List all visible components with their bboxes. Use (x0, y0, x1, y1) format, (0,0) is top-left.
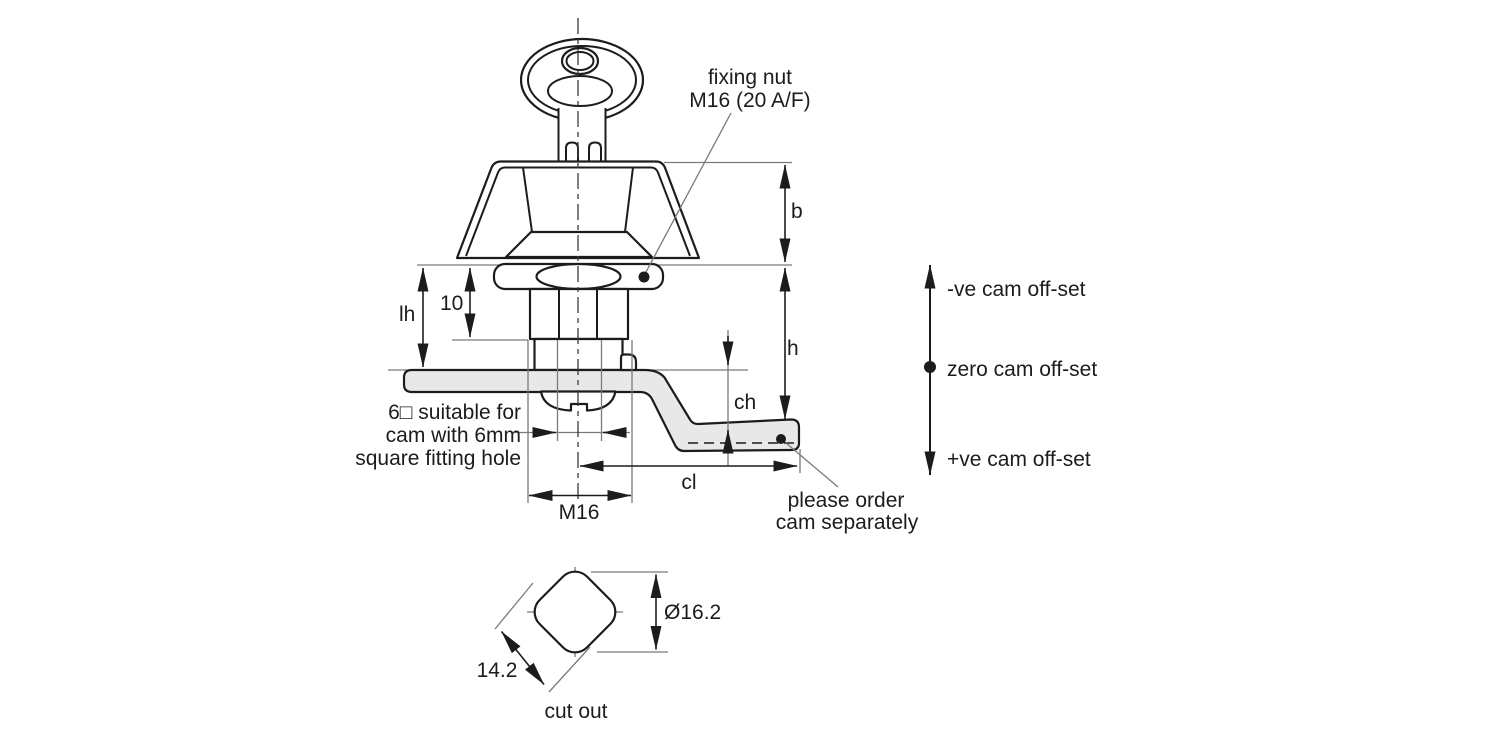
square-note-line2: cam with 6mm (386, 424, 521, 447)
order-note-leader-line (785, 442, 839, 488)
dim-cl-label: cl (681, 471, 696, 494)
key-cut-slot-right (588, 141, 602, 162)
dim-width-line (500, 630, 545, 686)
dim-width-label: 14.2 (477, 659, 518, 682)
side-view-labels: fixing nut M16 (20 A/F) b h ch cl lh 10 … (355, 66, 918, 534)
hex-body (528, 287, 630, 341)
cutout-shape (533, 570, 617, 654)
order-note-line2: cam separately (776, 511, 919, 534)
hex-body-facet-lines (558, 289, 598, 339)
cutout-view: Ø16.2 14.2 cut out (477, 567, 721, 723)
cam-tip-dot (776, 434, 786, 444)
square-note-line1: 6□ suitable for (388, 401, 521, 424)
fixing-nut-leader-dot (638, 271, 650, 283)
cutout-width-extension-lines (494, 582, 591, 693)
dim-b-label: b (791, 200, 803, 223)
fixing-nut-leader-line (645, 112, 732, 273)
key (519, 37, 645, 162)
key-ring-hole-inner (565, 51, 595, 71)
extension-lines-over (514, 330, 801, 503)
zero-offset-label: zero cam off-set (947, 358, 1097, 381)
leader-lines (638, 112, 839, 488)
cutout-caption: cut out (544, 700, 607, 723)
lock-side-view: fixing nut M16 (20 A/F) b h ch cl lh 10 … (355, 18, 919, 534)
dim-m16-label: M16 (559, 501, 600, 524)
cam-body (402, 368, 801, 453)
dim-10-label: 10 (440, 292, 463, 315)
zero-offset-dot (924, 361, 936, 373)
fixing-nut-label-line1: fixing nut (708, 66, 792, 89)
dim-h-label: h (787, 337, 799, 360)
dim-ch-label: ch (734, 391, 756, 414)
cam-retaining-clip (619, 353, 638, 372)
key-grip-oval (547, 75, 613, 107)
cam-offset-legend: -ve cam off-set zero cam off-set +ve cam… (924, 264, 1097, 476)
key-blade (557, 108, 607, 162)
dim-lh-label: lh (399, 303, 415, 326)
order-note-line1: please order (788, 489, 905, 512)
square-note-line3: square fitting hole (355, 447, 521, 470)
negative-offset-label: -ve cam off-set (947, 278, 1086, 301)
knob-funnel-lines (522, 167, 634, 233)
dim-diameter-label: Ø16.2 (664, 601, 721, 624)
fixing-nut-label-line2: M16 (20 A/F) (689, 89, 810, 112)
dimension-lines (417, 164, 798, 501)
knob-platform (504, 230, 654, 259)
lock-body (528, 287, 630, 372)
cutout-diameter-extension-lines (591, 571, 668, 653)
thread-extension-lines (527, 340, 633, 503)
square-spigot-extension-lines (556, 340, 603, 441)
positive-offset-label: +ve cam off-set (947, 448, 1091, 471)
